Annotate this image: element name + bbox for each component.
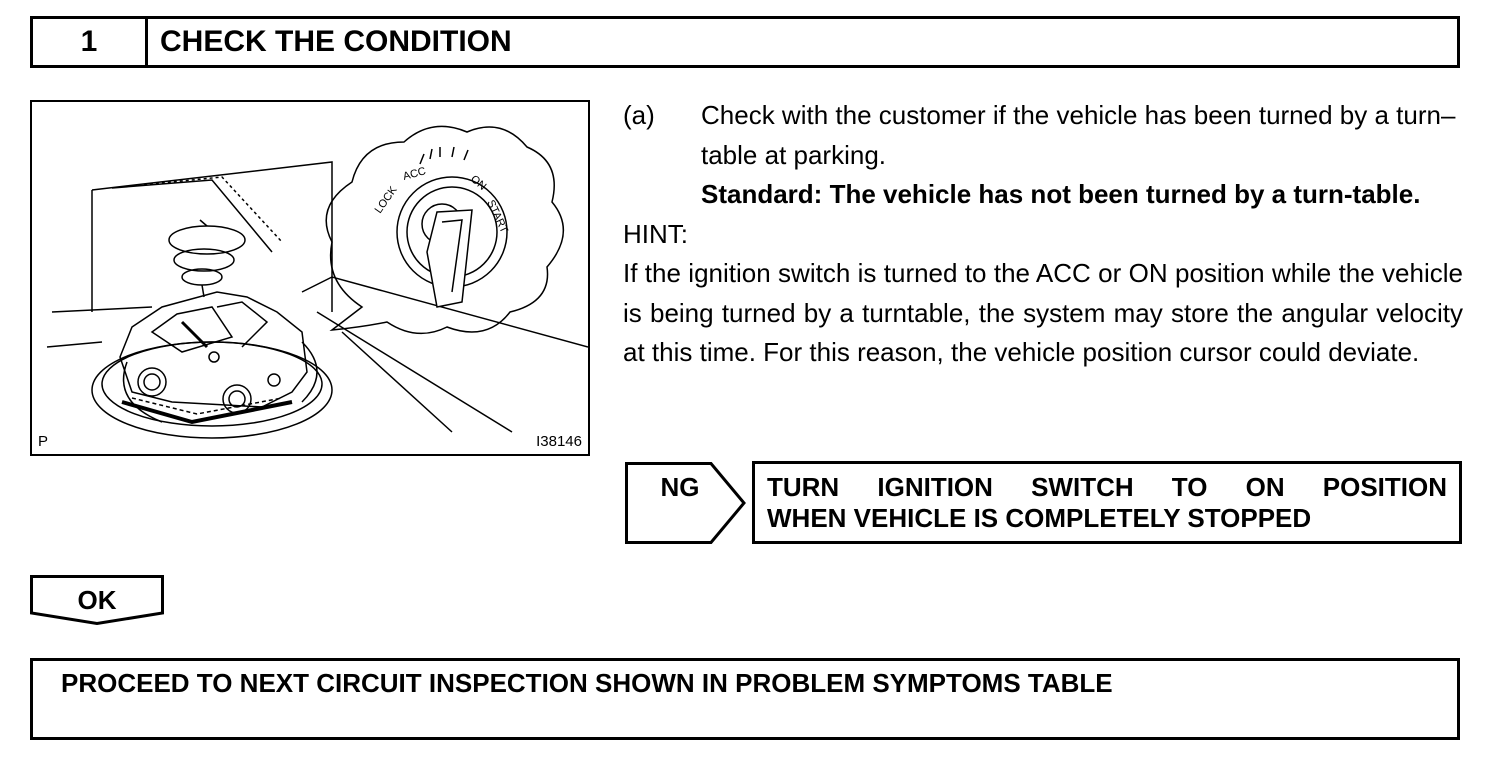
ng-action-line2: WHEN VEHICLE IS COMPLETELY STOPPED xyxy=(767,503,1312,533)
hint-text: If the ignition switch is turned to the … xyxy=(623,258,1463,367)
switch-label-acc: ACC xyxy=(402,165,428,183)
item-text: Check with the customer if the vehicle h… xyxy=(701,100,1456,170)
step-title: CHECK THE CONDITION xyxy=(160,25,512,58)
ng-action-line1: TURN IGNITION SWITCH TO ON POSITION xyxy=(767,472,1447,503)
figure-code: I38146 xyxy=(536,433,582,450)
proceed-box: PROCEED TO NEXT CIRCUIT INSPECTION SHOWN… xyxy=(30,658,1460,740)
figure-corner-label: P xyxy=(38,433,49,450)
switch-label-lock: LOCK xyxy=(373,184,400,216)
ng-action-word: IGNITION xyxy=(877,472,993,502)
proceed-text: PROCEED TO NEXT CIRCUIT INSPECTION SHOWN… xyxy=(61,668,1113,698)
standard-text: Standard: The vehicle has not been turne… xyxy=(701,179,1421,209)
item-marker: (a) xyxy=(623,100,655,130)
ng-action-word: SWITCH xyxy=(1031,472,1134,502)
ng-tag: NG xyxy=(625,462,747,544)
switch-label-start: START xyxy=(484,198,510,235)
step-header: 1 CHECK THE CONDITION xyxy=(30,16,1460,68)
turntable-drawing: LOCK ACC ON START xyxy=(46,125,588,439)
ng-action-word: POSITION xyxy=(1322,472,1447,502)
turntable-illustration: LOCK ACC ON START P I38146 xyxy=(30,100,590,456)
step-number: 1 xyxy=(33,19,148,65)
ng-action-word: TO xyxy=(1171,472,1208,502)
ng-arrow-shape xyxy=(625,462,746,544)
ng-action-word: ON xyxy=(1245,472,1285,502)
instructions: (a) Check with the customer if the vehic… xyxy=(623,96,1463,373)
ng-label: NG xyxy=(660,472,700,502)
hint-label: HINT: xyxy=(623,218,688,249)
ok-arrow-shape xyxy=(30,575,164,626)
switch-label-on: ON xyxy=(468,173,488,193)
ok-label: OK xyxy=(77,585,117,615)
instruction-item: (a) Check with the customer if the vehic… xyxy=(623,96,1463,215)
ng-action-box: TURN IGNITION SWITCH TO ON POSITION WHEN… xyxy=(752,461,1462,544)
ok-tag: OK xyxy=(30,575,164,626)
ng-action-word: TURN xyxy=(767,472,840,502)
